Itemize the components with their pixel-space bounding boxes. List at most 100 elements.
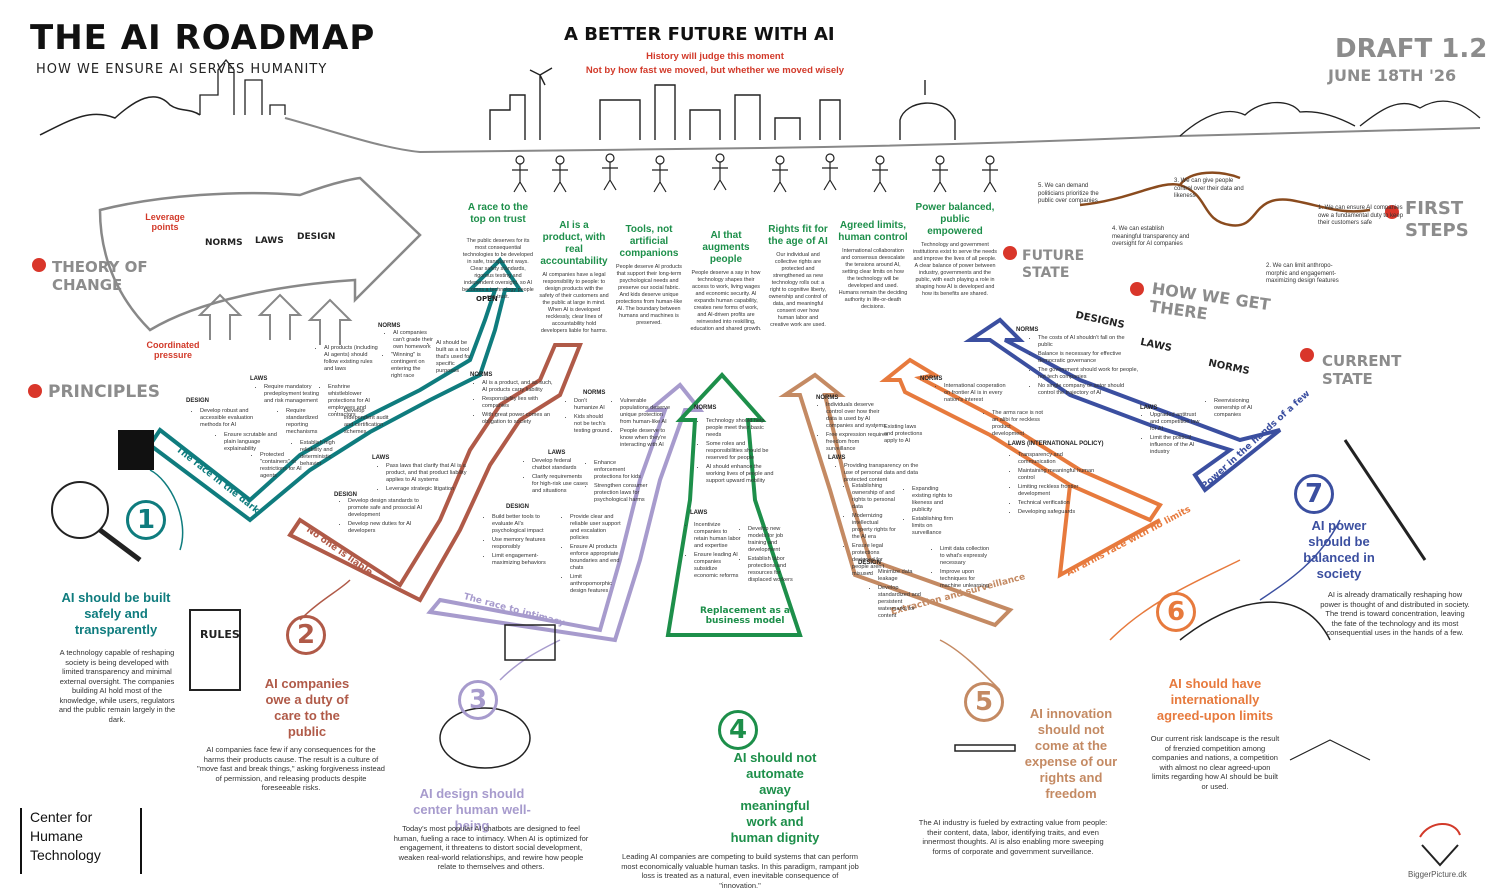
future-state-6: Agreed limits, human control Internation… bbox=[838, 220, 908, 311]
road-4-laws-a: Incentivize companies to retain human la… bbox=[686, 522, 742, 582]
fallen-person-sketch bbox=[1179, 601, 1331, 641]
missile-sketch bbox=[1343, 439, 1427, 561]
principle-3-number: 3 bbox=[458, 680, 498, 720]
road-6-outline bbox=[879, 357, 1163, 523]
road-4-norms-heading: NORMS bbox=[694, 405, 717, 411]
norms-sign: NORMS bbox=[205, 238, 243, 248]
future-state-4-body: People deserve a say in how technology s… bbox=[690, 270, 762, 332]
road-2-laws: Pass laws that clarify that AI is a prod… bbox=[378, 463, 468, 495]
road-5-norms-b: Existing laws and protections apply to A… bbox=[876, 424, 926, 447]
road-2-outline bbox=[287, 343, 583, 603]
road-1-design-b: Ensure scrutable and plain language expl… bbox=[216, 432, 282, 455]
first-step-4: 4. We can establish meaningful transpare… bbox=[1112, 226, 1190, 247]
future-state-5-title: Rights fit for the age of AI bbox=[768, 224, 828, 247]
principle-5-number: 5 bbox=[964, 682, 1004, 722]
road-4-outline bbox=[665, 372, 803, 637]
pressure-arrows-sketch bbox=[197, 293, 353, 345]
road-3-laws-a: Develop federal chatbot standardsClarify… bbox=[524, 458, 588, 497]
principle-7-title: AI power should be balanced in society bbox=[1303, 518, 1375, 581]
road-6-laws-heading: LAWS (INTERNATIONAL POLICY) bbox=[1008, 441, 1104, 447]
future-state-3-title: Tools, not artificial companions bbox=[619, 224, 679, 259]
bigger-picture-credit: BiggerPicture.dk bbox=[1408, 870, 1467, 879]
road-2-laws-heading: LAWS bbox=[372, 455, 390, 461]
current-state-bullet-icon bbox=[1300, 348, 1314, 362]
road-1-norms-col1: AI companies can't grade their own homew… bbox=[385, 330, 433, 353]
rules-book-label: RULES bbox=[200, 628, 240, 641]
road-7-laws-a: Upgraded antitrust and competition law f… bbox=[1142, 412, 1206, 458]
road-5-laws-heading: LAWS bbox=[828, 455, 846, 461]
road-5-outline bbox=[778, 372, 1014, 628]
draft-version: DRAFT 1.2 bbox=[1335, 34, 1488, 64]
chatbot-screen-sketch bbox=[504, 624, 556, 661]
road-1-norms-col3: "Winning" is contingent on entering the … bbox=[383, 352, 425, 382]
road-1-design-heading: DESIGN bbox=[186, 398, 210, 404]
mountain-left-sketch bbox=[39, 96, 201, 136]
road-1-norms-col2: AI should be built as a tool that's used… bbox=[428, 340, 476, 377]
principle-6-number: 6 bbox=[1156, 592, 1196, 632]
theory-arrow-sketch bbox=[98, 176, 422, 332]
road-3-laws-b: Enhance enforcement protections for kids… bbox=[586, 460, 648, 506]
road-6-laws: Transparency and communication Maintaini… bbox=[1010, 452, 1100, 518]
principle-2-number: 2 bbox=[286, 615, 326, 655]
center-line-2: Not by how fast we moved, but whether we… bbox=[585, 65, 845, 76]
road-6-norms-a: International cooperation on frontier AI… bbox=[936, 383, 1006, 406]
road-2-norms-heading: NORMS bbox=[470, 372, 493, 378]
principle-6-body: Our current risk landscape is the result… bbox=[1150, 734, 1280, 791]
city-left-sketch bbox=[199, 58, 286, 115]
road-6-norms-b: The arms race is not an alibi for reckle… bbox=[984, 410, 1044, 440]
road-3-design-a: Build better tools to evaluate AI's psyc… bbox=[484, 514, 548, 569]
leverage-points-label: Leverage points bbox=[145, 212, 185, 232]
how-bullet-icon bbox=[1130, 282, 1144, 296]
road-2-design: Develop design standards to promote safe… bbox=[340, 498, 425, 537]
principle-1-title: AI should be built safely and transparen… bbox=[61, 590, 171, 637]
road-7-laws-heading: LAWS bbox=[1140, 405, 1158, 411]
road-2-design-heading: DESIGN bbox=[334, 492, 358, 498]
road-3-norms-a: Don't humanize AIKids should not be tech… bbox=[566, 398, 610, 437]
future-state-4-title: AI that augments people bbox=[702, 230, 750, 265]
road-3-norms-b: Vulnerable populations deserve unique pr… bbox=[612, 398, 674, 451]
road-1-design-c: Protected "containers" or restrictions f… bbox=[252, 452, 302, 482]
magnifier-sketch bbox=[51, 481, 109, 539]
road-1-laws-d: Require standardized reporting mechanism… bbox=[278, 408, 338, 438]
principle-4-title: AI should not automate away meaningful w… bbox=[730, 750, 820, 845]
first-step-1: 1. We can ensure AI companies owe a fund… bbox=[1318, 205, 1404, 226]
road-5-norms-a: Individuals deserve control over how the… bbox=[818, 402, 888, 455]
future-state-bullet-icon bbox=[1003, 246, 1017, 260]
theory-bullet-icon bbox=[32, 258, 46, 272]
draft-date: JUNE 18TH '26 bbox=[1328, 66, 1457, 85]
road-4-norms: Technology should help people meet their… bbox=[698, 418, 778, 487]
page-subtitle: HOW WE ENSURE AI SERVES HUMANITY bbox=[36, 62, 328, 77]
first-step-2: 2. We can limit anthropo-morphic and eng… bbox=[1266, 263, 1339, 284]
future-state-5: Rights fit for the age of AI Our individ… bbox=[768, 224, 828, 329]
cht-logo-line-2: Humane bbox=[30, 828, 83, 844]
future-state-2: AI is a product, with real accountabilit… bbox=[538, 220, 610, 335]
road-5-laws-b: Establishing ownership of and rights to … bbox=[844, 483, 898, 580]
road-2-norms: AI is a product, and as such, AI product… bbox=[474, 380, 554, 428]
road-3-outline bbox=[426, 382, 705, 643]
road-6-norms-heading: NORMS bbox=[920, 376, 943, 382]
coordinated-pressure-label: Coordinated pressure bbox=[146, 340, 200, 360]
first-steps-path bbox=[1079, 182, 1371, 227]
principles-bullet-icon bbox=[28, 384, 42, 398]
first-step-3: 3. We can give people control over their… bbox=[1174, 178, 1244, 199]
road-7-laws-b: Reenvisioning ownership of AI companies bbox=[1206, 398, 1262, 421]
road-1-laws-a: AI products (including AI agents) should… bbox=[316, 345, 378, 375]
road-1-laws-c: Enshrine whistleblower protections for A… bbox=[320, 384, 380, 421]
future-state-3: Tools, not artificial companions People … bbox=[614, 224, 684, 327]
road-4-label: Replacement as a business model bbox=[699, 606, 791, 626]
future-state-4: AI that augments people People deserve a… bbox=[690, 230, 762, 333]
future-state-7: Power balanced, public empowered Technol… bbox=[912, 202, 998, 298]
principle-2-title: AI companies owe a duty of care to the p… bbox=[264, 676, 350, 739]
cht-logo: Center for Humane Technology bbox=[20, 808, 142, 874]
first-step-5: 5. We can demand politicians prioritize … bbox=[1038, 183, 1099, 204]
road-1-norms-heading: NORMS bbox=[378, 323, 401, 329]
road-5-design-heading: DESIGN bbox=[858, 560, 882, 566]
theory-of-change-label: THEORY OF CHANGE bbox=[52, 258, 148, 294]
future-state-2-title: AI is a product, with real accountabilit… bbox=[540, 220, 608, 267]
crowd-sketch bbox=[512, 153, 998, 193]
future-state-3-body: People deserve AI products that support … bbox=[615, 264, 683, 326]
future-state-6-body: International collaboration and consensu… bbox=[838, 248, 908, 310]
future-state-1-body: The public deserves for its most consequ… bbox=[462, 238, 534, 300]
road-4-laws-heading: LAWS bbox=[690, 510, 708, 516]
